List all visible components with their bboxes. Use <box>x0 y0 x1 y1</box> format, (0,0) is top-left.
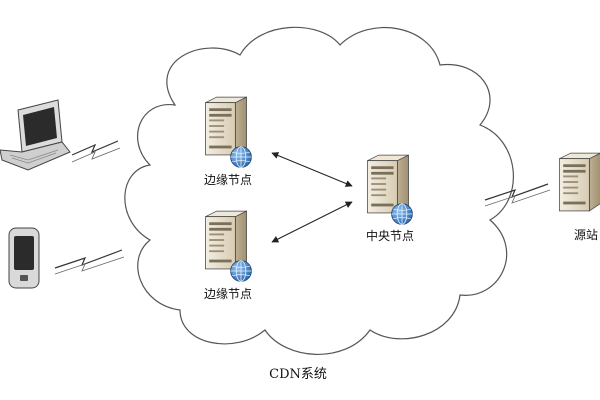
globe-icon <box>230 146 252 168</box>
diagram-caption: CDN系统 <box>269 367 327 382</box>
edge-node-top-label: 边缘节点 <box>204 173 252 187</box>
edge-node-bottom-label: 边缘节点 <box>204 287 252 301</box>
edge-node-bottom: 边缘节点 <box>204 210 252 301</box>
wireless-link-laptop <box>71 140 121 163</box>
wireless-link-origin <box>484 183 551 207</box>
origin-site: 源站 <box>558 152 600 242</box>
server-icon <box>558 152 600 212</box>
wireless-link-phone <box>54 249 125 275</box>
central-node: 中央节点 <box>366 154 414 243</box>
central-node-label: 中央节点 <box>366 228 414 243</box>
cdn-cloud <box>124 26 514 355</box>
laptop-icon <box>0 99 71 171</box>
globe-icon <box>230 260 252 282</box>
arrow-edge-top-central <box>271 152 353 187</box>
globe-icon <box>391 203 413 225</box>
origin-site-label: 源站 <box>574 228 598 242</box>
arrow-edge-bottom-central <box>271 201 353 243</box>
edge-node-top: 边缘节点 <box>204 96 252 187</box>
mobile-phone-icon <box>8 227 40 289</box>
